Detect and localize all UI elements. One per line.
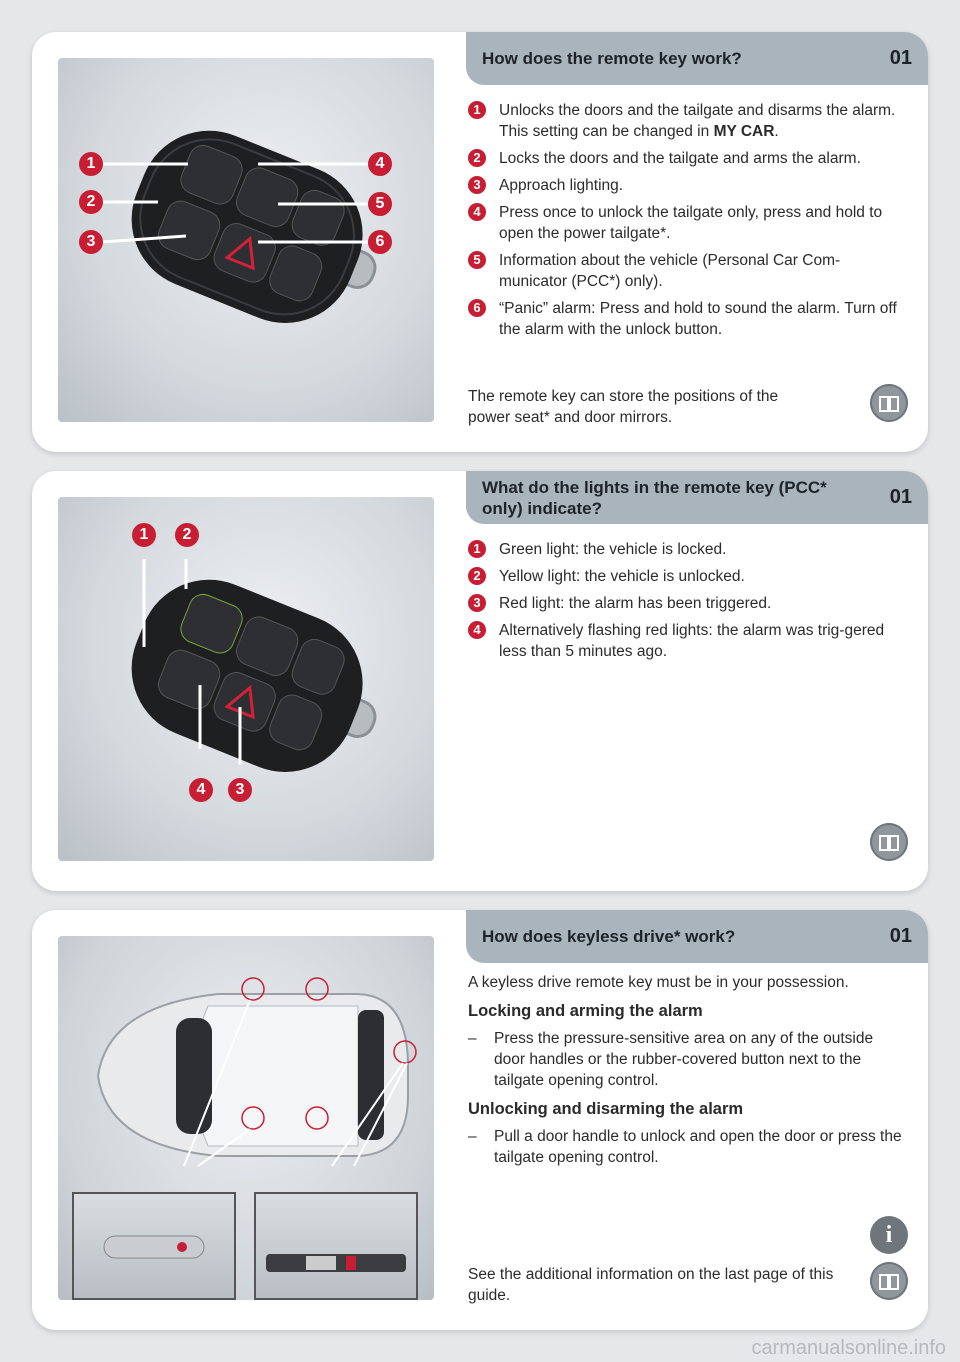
info-icon: i bbox=[870, 1216, 908, 1254]
callout-2: 2 bbox=[79, 190, 103, 214]
chapter-number: 01 bbox=[889, 47, 912, 69]
intro-text: A keyless drive remote key must be in yo… bbox=[468, 974, 849, 991]
callout-4: 4 bbox=[189, 778, 213, 802]
book-info-icon bbox=[870, 823, 908, 861]
section-header: What do the lights in the remote key (PC… bbox=[466, 471, 928, 524]
key-lights-card: 1 2 4 3 What do the lights in the remote… bbox=[32, 471, 928, 891]
list-item: 6“Panic” alarm: Press and hold to sound … bbox=[468, 298, 906, 340]
section-title: What do the lights in the remote key (PC… bbox=[482, 477, 827, 518]
section-header: How does keyless drive* work? 01 bbox=[466, 910, 928, 963]
locking-step: –Press the pressure-sensitive area on an… bbox=[468, 1030, 874, 1089]
unlocking-step: –Pull a door handle to unlock and open t… bbox=[468, 1128, 902, 1166]
section-title: How does keyless drive* work? bbox=[482, 927, 736, 946]
remote-key-photo: 1 2 3 4 5 6 bbox=[58, 58, 434, 422]
callout-1: 1 bbox=[132, 523, 156, 547]
note-text: The remote key can store the positions o… bbox=[468, 388, 779, 426]
keyless-text: A keyless drive remote key must be in yo… bbox=[468, 972, 906, 1174]
unlocking-heading: Unlocking and disarming the alarm bbox=[468, 1100, 744, 1118]
callout-3: 3 bbox=[228, 778, 252, 802]
tailgate-button-inset bbox=[254, 1192, 418, 1300]
book-info-icon bbox=[870, 384, 908, 422]
callout-4: 4 bbox=[368, 152, 392, 176]
remote-key-illustration bbox=[101, 130, 377, 323]
note-text: See the additional information on the la… bbox=[468, 1266, 834, 1304]
callout-6: 6 bbox=[368, 230, 392, 254]
remote-key-lights-illustration bbox=[131, 559, 377, 772]
book-info-icon bbox=[870, 1262, 908, 1300]
chapter-number: 01 bbox=[889, 925, 912, 947]
callout-1: 1 bbox=[79, 152, 103, 176]
keyless-drive-card: How does keyless drive* work? 01 A keyle… bbox=[32, 910, 928, 1330]
chapter-number: 01 bbox=[889, 486, 912, 508]
watermark: carmanualsonline.info bbox=[751, 1337, 946, 1359]
callout-2: 2 bbox=[175, 523, 199, 547]
locking-heading: Locking and arming the alarm bbox=[468, 1002, 703, 1020]
section-title: How does the remote key work? bbox=[482, 49, 742, 68]
door-handle-inset bbox=[72, 1192, 236, 1300]
car-top-view-illustration bbox=[96, 977, 417, 1167]
car-top-view-photo bbox=[58, 936, 434, 1300]
section-header: How does the remote key work? 01 bbox=[466, 32, 928, 85]
callout-5: 5 bbox=[368, 192, 392, 216]
remote-key-card: 1 2 3 4 5 6 How does the remote key work… bbox=[32, 32, 928, 452]
remote-key-lights-photo: 1 2 4 3 bbox=[58, 497, 434, 861]
callout-3: 3 bbox=[79, 230, 103, 254]
